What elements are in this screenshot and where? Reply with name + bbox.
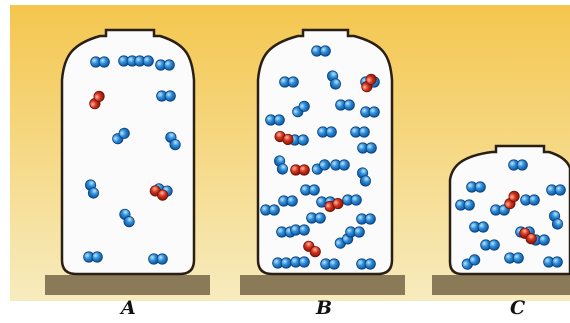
atom — [299, 257, 309, 267]
blue-molecule-c — [467, 182, 486, 192]
atom — [539, 235, 549, 245]
shelf-a — [45, 275, 210, 295]
atom — [366, 143, 376, 153]
blue-molecule-a — [91, 57, 110, 67]
atom — [143, 56, 153, 66]
label-b: B — [316, 297, 332, 319]
atom — [309, 185, 319, 195]
atom — [354, 227, 364, 237]
label-c: C — [510, 297, 525, 319]
red-molecule-b — [291, 165, 310, 175]
atom — [369, 107, 379, 117]
atom — [351, 195, 361, 205]
atom — [339, 160, 349, 170]
blue-molecule-b — [321, 259, 340, 269]
blue-molecule-b — [357, 214, 376, 224]
blue-molecule-b — [331, 160, 350, 170]
blue-molecule-c — [544, 257, 563, 267]
atom — [99, 57, 109, 67]
blue-molecule-a — [149, 254, 168, 264]
atom — [365, 214, 375, 224]
atom — [329, 259, 339, 269]
atom — [555, 185, 565, 195]
blue-molecule-b — [291, 225, 310, 235]
blue-molecule-c — [505, 253, 524, 263]
shelf-c — [432, 275, 570, 295]
atom — [165, 91, 175, 101]
shelf-b — [240, 275, 405, 295]
atom — [365, 259, 375, 269]
blue-molecule-b — [291, 257, 310, 267]
atom — [288, 77, 298, 87]
blue-molecule-b — [301, 185, 320, 195]
blue-molecule-a — [135, 56, 154, 66]
blue-molecule-a — [156, 60, 175, 70]
atom — [475, 182, 485, 192]
atom — [552, 257, 562, 267]
blue-molecule-b — [273, 258, 292, 268]
atom — [529, 195, 539, 205]
atom — [298, 135, 308, 145]
blue-molecule-b — [358, 143, 377, 153]
blue-molecule-c — [456, 200, 475, 210]
atom — [287, 196, 297, 206]
atom — [489, 240, 499, 250]
blue-molecule-b — [279, 196, 298, 206]
blue-molecule-b — [357, 259, 376, 269]
atom — [359, 127, 369, 137]
blue-molecule-c — [521, 195, 540, 205]
atom — [344, 100, 354, 110]
blue-molecule-c — [470, 222, 489, 232]
atom — [299, 225, 309, 235]
blue-molecule-b — [307, 213, 326, 223]
atom — [478, 222, 488, 232]
atom — [164, 60, 174, 70]
atom — [269, 205, 279, 215]
atom — [157, 254, 167, 264]
blue-molecule-c — [481, 240, 500, 250]
atom — [464, 200, 474, 210]
atom — [281, 258, 291, 268]
blue-molecule-b — [361, 107, 380, 117]
blue-molecule-b — [318, 127, 337, 137]
label-a: A — [121, 297, 136, 319]
atom — [513, 253, 523, 263]
blue-molecule-b — [336, 100, 355, 110]
blue-molecule-c — [509, 160, 528, 170]
blue-molecule-b — [343, 195, 362, 205]
blue-molecule-c — [547, 185, 566, 195]
atom — [320, 46, 330, 56]
blue-molecule-b — [346, 227, 365, 237]
blue-molecule-b — [351, 127, 370, 137]
blue-molecule-a — [84, 252, 103, 262]
atom — [92, 252, 102, 262]
atom — [326, 127, 336, 137]
atom — [299, 165, 309, 175]
blue-molecule-b — [266, 115, 285, 125]
atom — [315, 213, 325, 223]
blue-molecule-b — [261, 205, 280, 215]
blue-molecule-a — [157, 91, 176, 101]
atom — [517, 160, 527, 170]
atom — [274, 115, 284, 125]
blue-molecule-b — [280, 77, 299, 87]
blue-molecule-b — [312, 46, 331, 56]
